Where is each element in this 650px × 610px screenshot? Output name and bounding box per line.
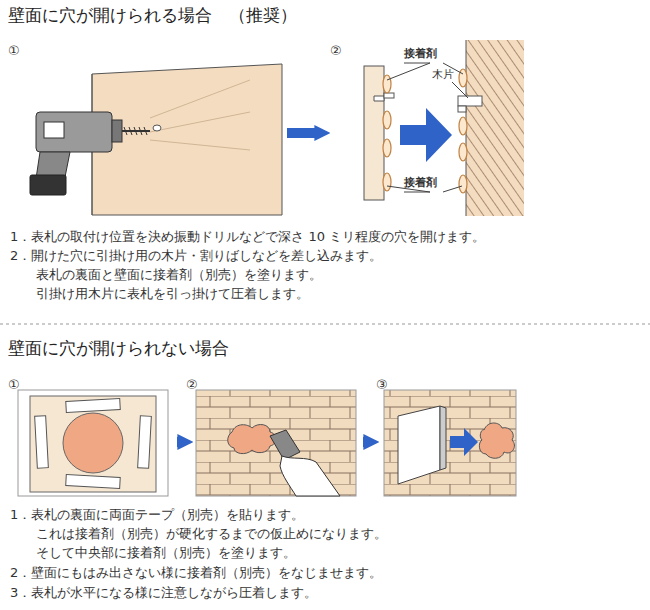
- part-label: 接着剤: [404, 47, 437, 61]
- step-text: 表札の裏面と壁面に接着剤（別売）を塗ります。: [36, 266, 322, 283]
- section-heading: 壁面に穴が開けられる場合 （推奨）: [8, 4, 297, 26]
- step-text: これは接着剤（別売）が硬化するまでの仮止めになります。: [36, 525, 387, 542]
- step-panel: ①: [8, 374, 174, 498]
- hook-scene: [364, 40, 524, 216]
- callout-number: ①: [8, 378, 20, 392]
- step-text: 引掛け用木片に表札を引っ掛けて圧着します。: [36, 285, 309, 302]
- step-text: そして中央部に接着剤（別売）を塗ります。: [36, 544, 296, 561]
- press-scene: [384, 390, 516, 496]
- step-arrow: [363, 437, 365, 447]
- callout-number: ①: [8, 44, 20, 58]
- step-text: 1．表札の取付け位置を決め振動ドリルなどで深さ 10 ミリ程度の穴を開けます。: [10, 228, 485, 245]
- tape-scene: [18, 390, 168, 496]
- glue-scene: [196, 390, 356, 496]
- callout-number: ②: [330, 44, 342, 58]
- step-panel: ③: [376, 374, 520, 498]
- step-arrow: [177, 437, 179, 447]
- drill-scene: [30, 64, 282, 215]
- part-label: 接着剤: [404, 176, 437, 190]
- step-panel: ①: [8, 40, 284, 218]
- step-text: 3．表札が水平になる様に注意しながら圧着します。: [10, 584, 317, 601]
- step-text: 2．壁面にもはみ出さない様に接着剤（別売）をなじませます。: [10, 564, 382, 581]
- step-arrow: [287, 128, 316, 138]
- step-panel: ②: [330, 40, 645, 218]
- section-heading: 壁面に穴が開けられない場合: [8, 337, 229, 359]
- part-label: 木片: [432, 68, 454, 82]
- step-text: 1．表札の裏面に両面テープ（別売）を貼ります。: [10, 506, 304, 523]
- callout-number: ③: [376, 378, 388, 392]
- step-panel: ②: [186, 374, 360, 498]
- callout-number: ②: [186, 378, 198, 392]
- step-text: 2．開けた穴に引掛け用の木片・割りばしなどを差し込みます。: [10, 247, 382, 264]
